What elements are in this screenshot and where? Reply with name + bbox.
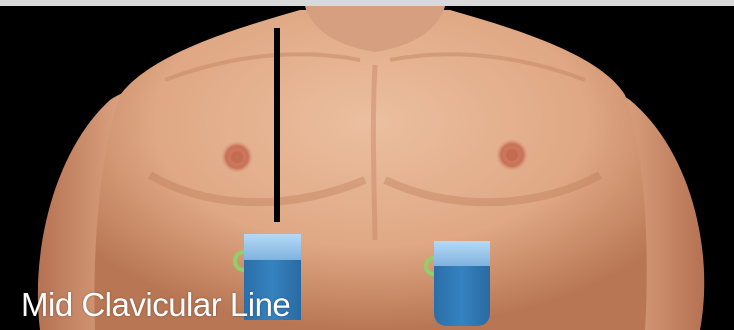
caption-mid-clavicular-line: Mid Clavicular Line	[21, 285, 290, 325]
electrode-body-right	[434, 266, 490, 326]
ecg-electrode-pad-right	[426, 241, 490, 326]
electrode-top-right	[434, 241, 490, 266]
vertical-marker-line	[274, 28, 280, 222]
electrode-top-left	[244, 234, 301, 260]
sternum-shadow	[373, 65, 375, 240]
torso	[94, 10, 646, 330]
